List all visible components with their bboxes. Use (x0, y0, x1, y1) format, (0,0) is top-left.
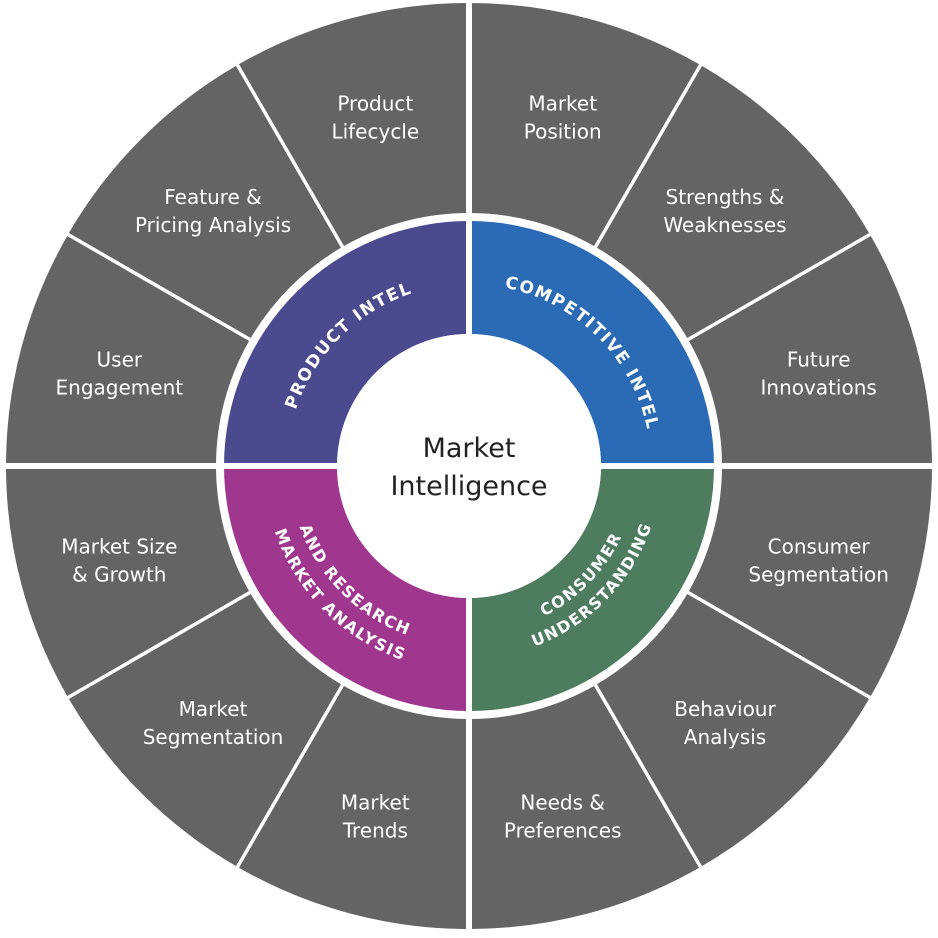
divider-line (63, 588, 255, 702)
label-line-2: Preferences (504, 819, 622, 843)
outer-segment (595, 592, 870, 867)
outer-segment (595, 65, 870, 340)
outer-segment-label: Market Size & Growth (61, 535, 177, 587)
outer-segment (688, 466, 932, 698)
divider-line (683, 230, 875, 344)
label-line-1: Product (337, 91, 413, 115)
label-line-2: Engagement (56, 375, 184, 399)
outer-segment (237, 685, 469, 929)
ring-segment-consumer-understanding (469, 466, 714, 711)
divider-line (591, 60, 705, 252)
center-title-line1: Market (423, 433, 516, 464)
outer-segment (68, 65, 343, 340)
label-line-2: Analysis (684, 725, 766, 749)
ring-segment-product-intel (224, 221, 469, 466)
center-title-line2: Intelligence (390, 471, 547, 502)
label-line-1: Consumer (768, 535, 871, 559)
label-line-1: Market (341, 791, 410, 815)
label-line-1: Future (787, 347, 851, 371)
label-line-1: Market Size (61, 535, 177, 559)
ring-segment-competitive-intel (469, 221, 714, 466)
inner-ring (224, 221, 714, 711)
outer-segment (237, 3, 469, 247)
divider-line (233, 60, 347, 252)
outer-segment (6, 466, 250, 698)
label-line-2: & Growth (72, 563, 166, 587)
label-line-1: Needs & (520, 791, 605, 815)
outer-segment (6, 234, 250, 466)
outer-segment (469, 3, 701, 247)
outer-segment-label: Needs & Preferences (504, 791, 622, 843)
label-line-1: Market (179, 697, 248, 721)
label-line-2: Position (524, 119, 602, 143)
ring-segment-market-analysis-and-research (224, 466, 469, 711)
divider-line (683, 588, 875, 702)
label-line-2: Weaknesses (663, 213, 786, 237)
label-line-1: Feature & (164, 185, 262, 209)
label-line-2: Segmentation (143, 725, 284, 749)
label-line-1: Strengths & (666, 185, 785, 209)
center-hub: Market Intelligence (337, 334, 601, 598)
center-circle (337, 334, 601, 598)
label-line-1: User (97, 347, 143, 371)
label-line-2: Segmentation (748, 563, 889, 587)
outer-segment (469, 685, 701, 929)
label-line-1: Market (528, 91, 597, 115)
label-line-2: Lifecycle (331, 119, 419, 143)
outer-segment (68, 592, 343, 867)
label-line-1: Behaviour (674, 697, 776, 721)
outer-segment-label: Feature & Pricing Analysis (135, 185, 291, 237)
label-line-2: Pricing Analysis (135, 213, 291, 237)
label-line-2: Innovations (761, 375, 877, 399)
divider-line (63, 230, 255, 344)
outer-segment-label: Strengths & Weaknesses (663, 185, 786, 237)
divider-line (591, 680, 705, 872)
label-line-2: Trends (342, 819, 408, 843)
outer-segment (688, 234, 932, 466)
outer-ring (6, 3, 932, 929)
divider-line (233, 680, 347, 872)
